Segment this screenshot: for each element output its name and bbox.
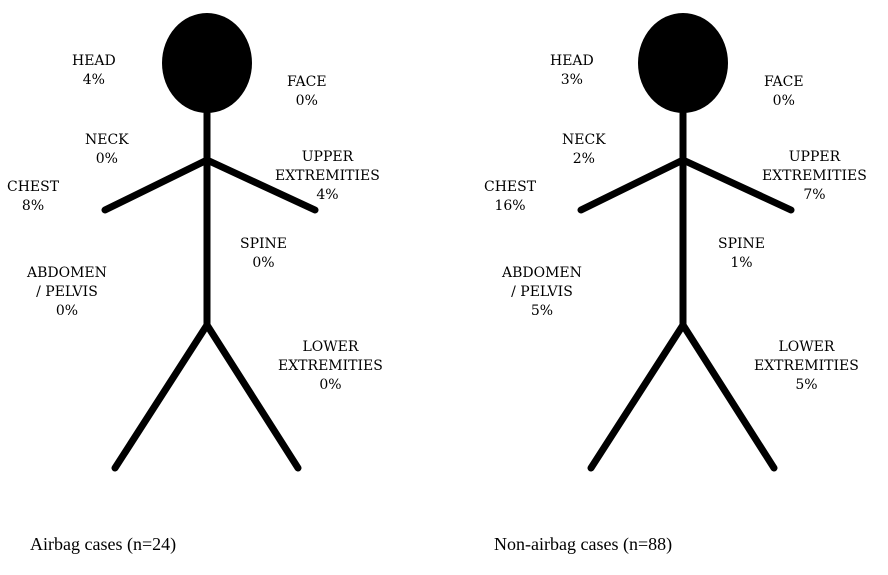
caption-airbag: Airbag cases (n=24) bbox=[30, 534, 177, 554]
right-arm-line bbox=[203, 156, 319, 214]
right-leg-line bbox=[203, 321, 302, 472]
chest-label: CHEST 8% bbox=[7, 179, 60, 214]
spine-label: SPINE 0% bbox=[240, 236, 288, 271]
right-arm-line bbox=[679, 156, 795, 214]
left-leg-line bbox=[587, 321, 687, 472]
left-arm-line bbox=[101, 156, 211, 214]
non-airbag-figure-panel: HEAD 3% FACE 0% NECK 2% UPPER EXTREMITIE… bbox=[444, 0, 888, 575]
upper-extremities-label: UPPER EXTREMITIES 7% bbox=[762, 149, 867, 203]
abdomen-pelvis-label: ABDOMEN / PELVIS 5% bbox=[502, 265, 582, 319]
abdomen-pelvis-label: ABDOMEN / PELVIS 0% bbox=[27, 265, 107, 319]
left-arm-line bbox=[577, 156, 687, 214]
lower-extremities-label: LOWER EXTREMITIES 0% bbox=[278, 339, 383, 393]
chest-label: CHEST 16% bbox=[484, 179, 537, 214]
head-label: HEAD 4% bbox=[72, 53, 116, 88]
neck-label: NECK 0% bbox=[85, 132, 129, 167]
upper-extremities-label: UPPER EXTREMITIES 4% bbox=[275, 149, 380, 203]
head-shape bbox=[638, 13, 728, 113]
spine-label: SPINE 1% bbox=[718, 236, 766, 271]
left-leg-line bbox=[111, 321, 211, 472]
right-leg-line bbox=[679, 321, 778, 472]
stick-figure-non-airbag bbox=[577, 13, 795, 472]
face-label: FACE 0% bbox=[764, 74, 804, 109]
stick-figure-airbag bbox=[101, 13, 319, 472]
neck-label: NECK 2% bbox=[562, 132, 606, 167]
airbag-figure-panel: HEAD 4% FACE 0% NECK 0% UPPER EXTREMITIE… bbox=[7, 13, 383, 554]
lower-extremities-label: LOWER EXTREMITIES 5% bbox=[754, 339, 859, 393]
face-label: FACE 0% bbox=[287, 74, 327, 109]
head-label: HEAD 3% bbox=[550, 53, 594, 88]
caption-non-airbag: Non-airbag cases (n=88) bbox=[494, 534, 673, 554]
head-shape bbox=[162, 13, 252, 113]
